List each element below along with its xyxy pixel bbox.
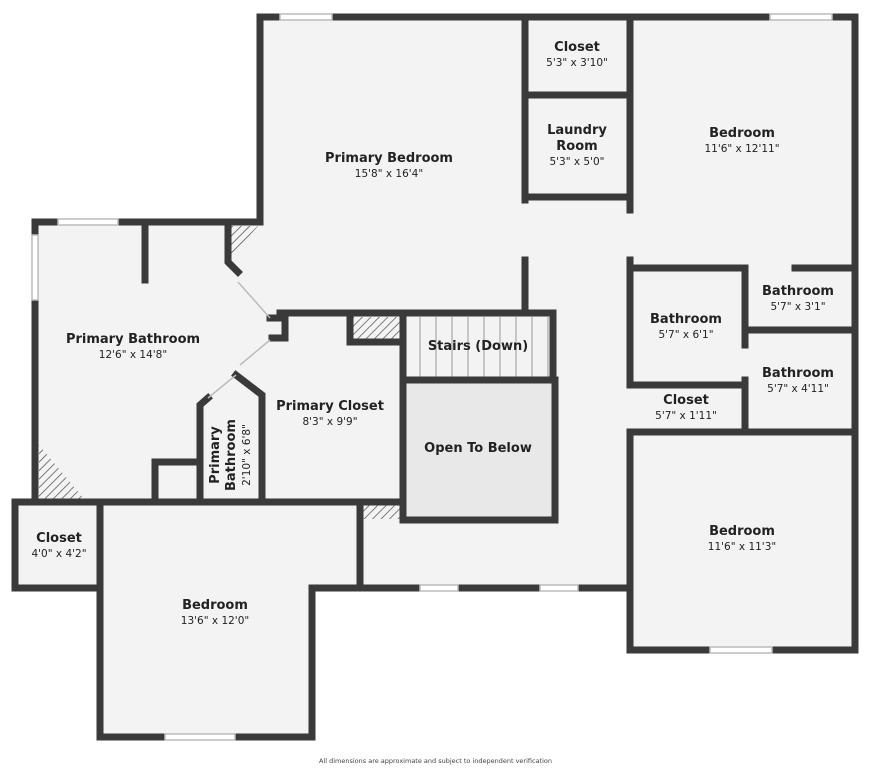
room-dimensions: 8'3" x 9'9" <box>302 416 358 428</box>
room-dimensions: 11'6" x 11'3" <box>707 541 777 553</box>
room-name: Bathroom <box>762 284 834 299</box>
room-name: Primary Bathroom <box>65 332 201 347</box>
room-name: Bedroom <box>709 126 775 141</box>
room-dimensions: 5'7" x 1'11" <box>655 410 717 422</box>
room-name: Closet <box>663 393 709 408</box>
windows-doors <box>31 13 833 741</box>
room-dimensions: 13'6" x 12'0" <box>180 615 250 627</box>
stair-treads <box>419 317 549 378</box>
open-to-below-fill <box>403 380 555 520</box>
room-name: Open To Below <box>424 441 532 456</box>
room-dimensions: 5'7" x 4'11" <box>767 383 829 395</box>
room-dimensions: 2'10" x 6'8" <box>241 424 253 486</box>
room-dimensions: 4'0" x 4'2" <box>31 548 87 560</box>
room-dimensions: 12'6" x 14'8" <box>98 349 168 361</box>
room-stairs: Stairs (Down) <box>428 339 528 355</box>
walls <box>11 13 859 741</box>
room-dimensions: 5'3" x 3'10" <box>546 57 608 69</box>
room-name: Primary Bedroom <box>325 151 453 166</box>
room-name: Bedroom <box>182 598 248 613</box>
room-bathroom-mid: Bathroom 5'7" x 6'1" <box>650 312 722 342</box>
room-dimensions: 5'7" x 6'1" <box>658 329 714 341</box>
room-dimensions: 15'8" x 16'4" <box>354 168 424 180</box>
room-bathroom-small: Bathroom 5'7" x 3'1" <box>762 284 834 314</box>
hatched-areas <box>39 226 402 519</box>
room-primary-closet: Primary Closet 8'3" x 9'9" <box>276 399 384 429</box>
room-closet-sw: Closet 4'0" x 4'2" <box>31 531 86 561</box>
room-name: Primary Closet <box>276 399 384 414</box>
room-open-to-below: Open To Below <box>424 441 532 457</box>
room-dimensions: 5'7" x 3'1" <box>770 301 826 313</box>
floor-fill <box>15 17 855 737</box>
room-bathroom-right: Bathroom 5'7" x 4'11" <box>762 366 834 396</box>
room-primary-bathroom: Primary Bathroom 12'6" x 14'8" <box>66 332 200 362</box>
room-name: Bathroom <box>762 366 834 381</box>
room-bedroom-sw: Bedroom 13'6" x 12'0" <box>181 598 249 628</box>
room-name: Bathroom <box>650 312 722 327</box>
disclaimer: All dimensions are approximate and subje… <box>318 757 553 765</box>
room-name: Primary Bathroom <box>208 419 239 491</box>
room-name: Stairs (Down) <box>427 339 529 354</box>
room-closet-hall: Closet 5'7" x 1'11" <box>655 393 717 423</box>
room-closet-top: Closet 5'3" x 3'10" <box>546 40 608 70</box>
room-bedroom-se: Bedroom 11'6" x 11'3" <box>708 524 776 554</box>
room-name: Laundry Room <box>547 123 607 154</box>
room-primary-bedroom: Primary Bedroom 15'8" x 16'4" <box>325 151 453 181</box>
room-name: Closet <box>36 531 82 546</box>
room-name: Bedroom <box>709 524 775 539</box>
room-bedroom-ne: Bedroom 11'6" x 12'11" <box>704 126 779 156</box>
room-dimensions: 5'3" x 5'0" <box>549 156 605 168</box>
room-name: Closet <box>554 40 600 55</box>
room-laundry: Laundry Room 5'3" x 5'0" <box>537 123 617 169</box>
room-dimensions: 11'6" x 12'11" <box>704 143 780 155</box>
